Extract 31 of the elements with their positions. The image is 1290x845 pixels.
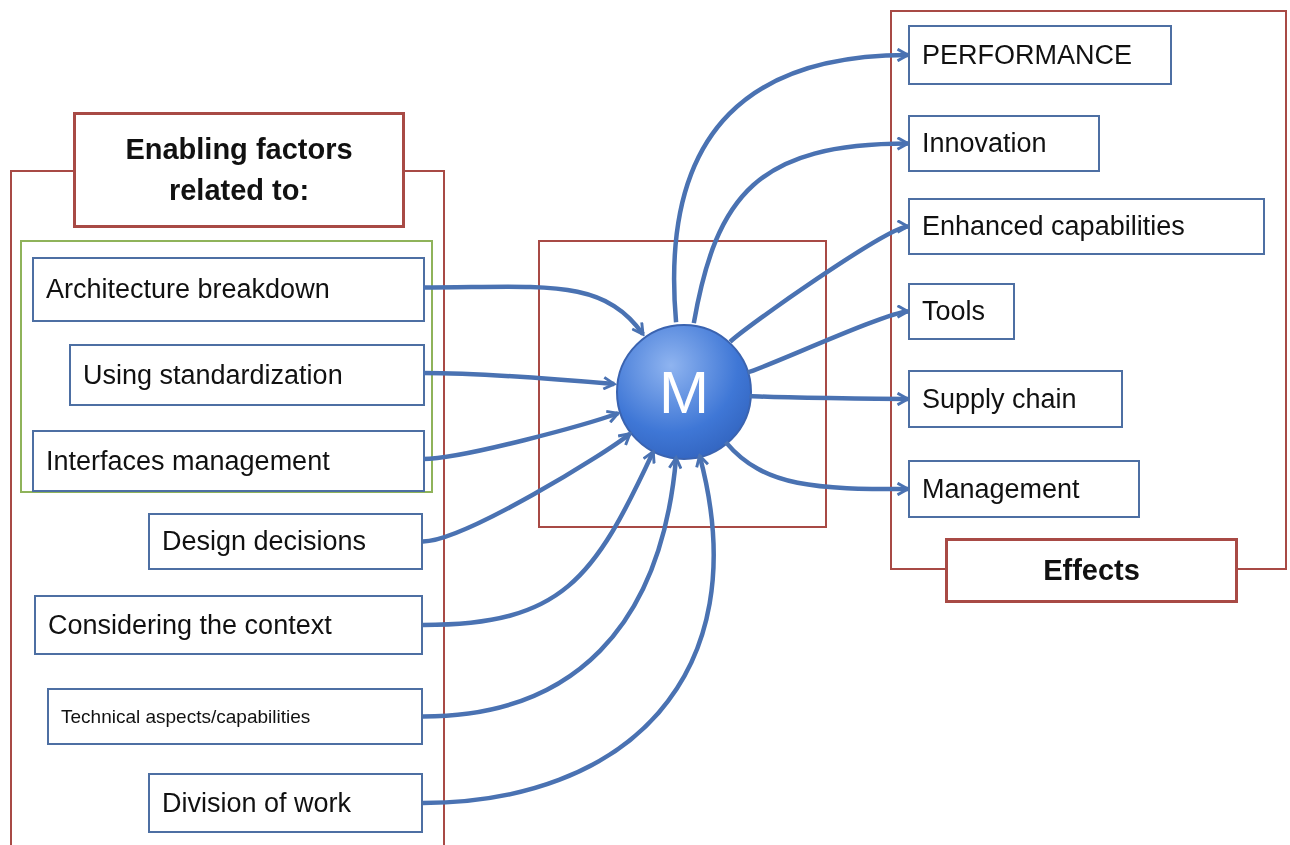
- central-circle: M: [616, 324, 752, 460]
- factor-box: PERFORMANCE: [908, 25, 1172, 85]
- arrow: [746, 305, 910, 375]
- arrow: [671, 48, 910, 323]
- factor-box: Innovation: [908, 115, 1100, 172]
- panel-heading: Effects: [945, 538, 1238, 603]
- group-frame: [20, 240, 433, 493]
- arrow: [728, 222, 910, 344]
- group-frame: [538, 240, 827, 528]
- factor-box: Technical aspects/capabilities: [47, 688, 423, 745]
- factor-box: Design decisions: [148, 513, 423, 570]
- arrow: [422, 370, 616, 391]
- factor-box: Considering the context: [34, 595, 423, 655]
- factor-box: Division of work: [148, 773, 423, 833]
- factor-box: Architecture breakdown: [32, 257, 425, 322]
- panel-heading: Enabling factors related to:: [73, 112, 405, 228]
- factor-box: Interfaces management: [32, 430, 425, 492]
- arrow: [423, 284, 645, 336]
- factor-box: Management: [908, 460, 1140, 518]
- arrow: [422, 456, 682, 719]
- factor-box: Enhanced capabilities: [908, 198, 1265, 255]
- arrow: [422, 450, 656, 628]
- arrow: [422, 454, 716, 806]
- factor-box: Supply chain: [908, 370, 1123, 428]
- arrow: [691, 136, 910, 324]
- arrow: [422, 431, 632, 544]
- arrow: [724, 440, 910, 497]
- factor-box: Tools: [908, 283, 1015, 340]
- arrow: [749, 391, 910, 407]
- factor-box: Using standardization: [69, 344, 425, 406]
- arrow: [422, 409, 620, 462]
